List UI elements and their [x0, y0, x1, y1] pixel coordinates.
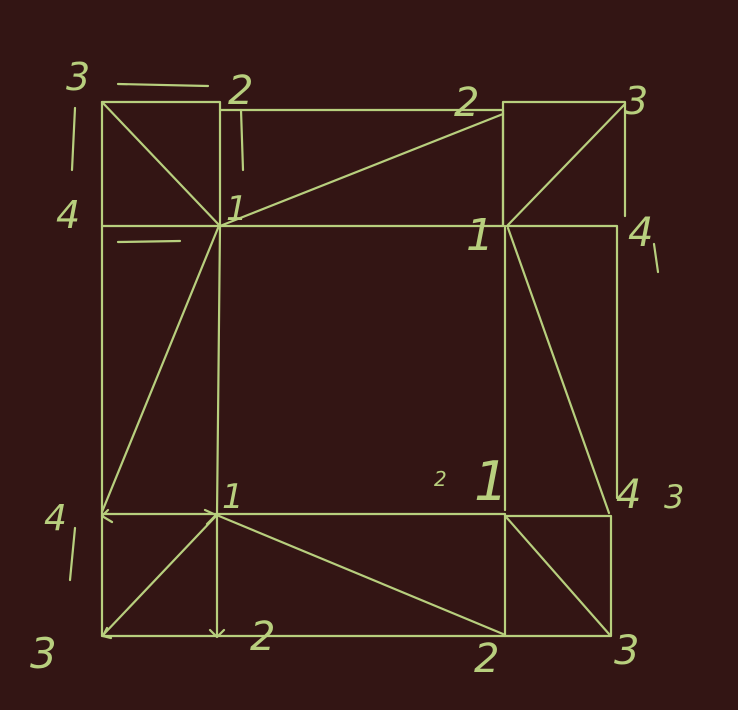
label-top-left-1: 1	[226, 189, 248, 229]
tick-top-left-3	[70, 106, 77, 172]
label-top-left-4: 4	[56, 193, 80, 237]
label-top-right-1: 1	[466, 210, 494, 261]
label-top-left-3: 3	[66, 55, 90, 99]
tick-right-4	[652, 242, 660, 274]
label-bottom-right-1: 1	[474, 450, 508, 513]
label-top-right-2: 2	[454, 80, 479, 126]
left-middle-dash	[116, 239, 182, 244]
left-middle-rect	[100, 224, 222, 516]
bottom-right-square	[503, 514, 613, 638]
label-top-right-4: 4	[628, 210, 653, 256]
label-bottom-right-3a: 3	[664, 478, 684, 516]
label-bottom-left-2: 2	[250, 614, 275, 660]
bottom-right-diagonal	[505, 516, 611, 636]
top-right-square	[501, 100, 627, 228]
label-top-left-2: 2	[228, 68, 253, 114]
right-middle-rect	[503, 224, 619, 512]
bottom-left-diagonal	[102, 514, 218, 636]
top-middle-diagonal	[218, 112, 505, 228]
bottom-middle-rect	[215, 512, 507, 638]
label-bottom-left-3: 3	[30, 629, 57, 678]
label-bottom-right-small-2: 2	[434, 467, 447, 491]
label-bottom-right-3b: 3	[614, 628, 639, 674]
label-top-right-3: 3	[624, 79, 648, 123]
bottom-middle-diagonal	[217, 514, 505, 636]
tick-top-left-2	[116, 82, 210, 88]
left-middle-diagonal	[100, 226, 220, 514]
tick-top-middle-2	[239, 108, 245, 172]
tick-bottom-left-4	[68, 526, 77, 582]
right-middle-diagonal	[506, 226, 611, 515]
label-bottom-right-2: 2	[474, 636, 499, 682]
top-right-diagonal	[505, 102, 627, 228]
label-bottom-right-4: 4	[616, 472, 641, 518]
top-left-diagonal	[100, 100, 222, 228]
bottom-left-arrowheads	[100, 508, 226, 640]
label-bottom-left-1: 1	[222, 477, 244, 517]
label-bottom-left-4: 4	[44, 498, 67, 539]
